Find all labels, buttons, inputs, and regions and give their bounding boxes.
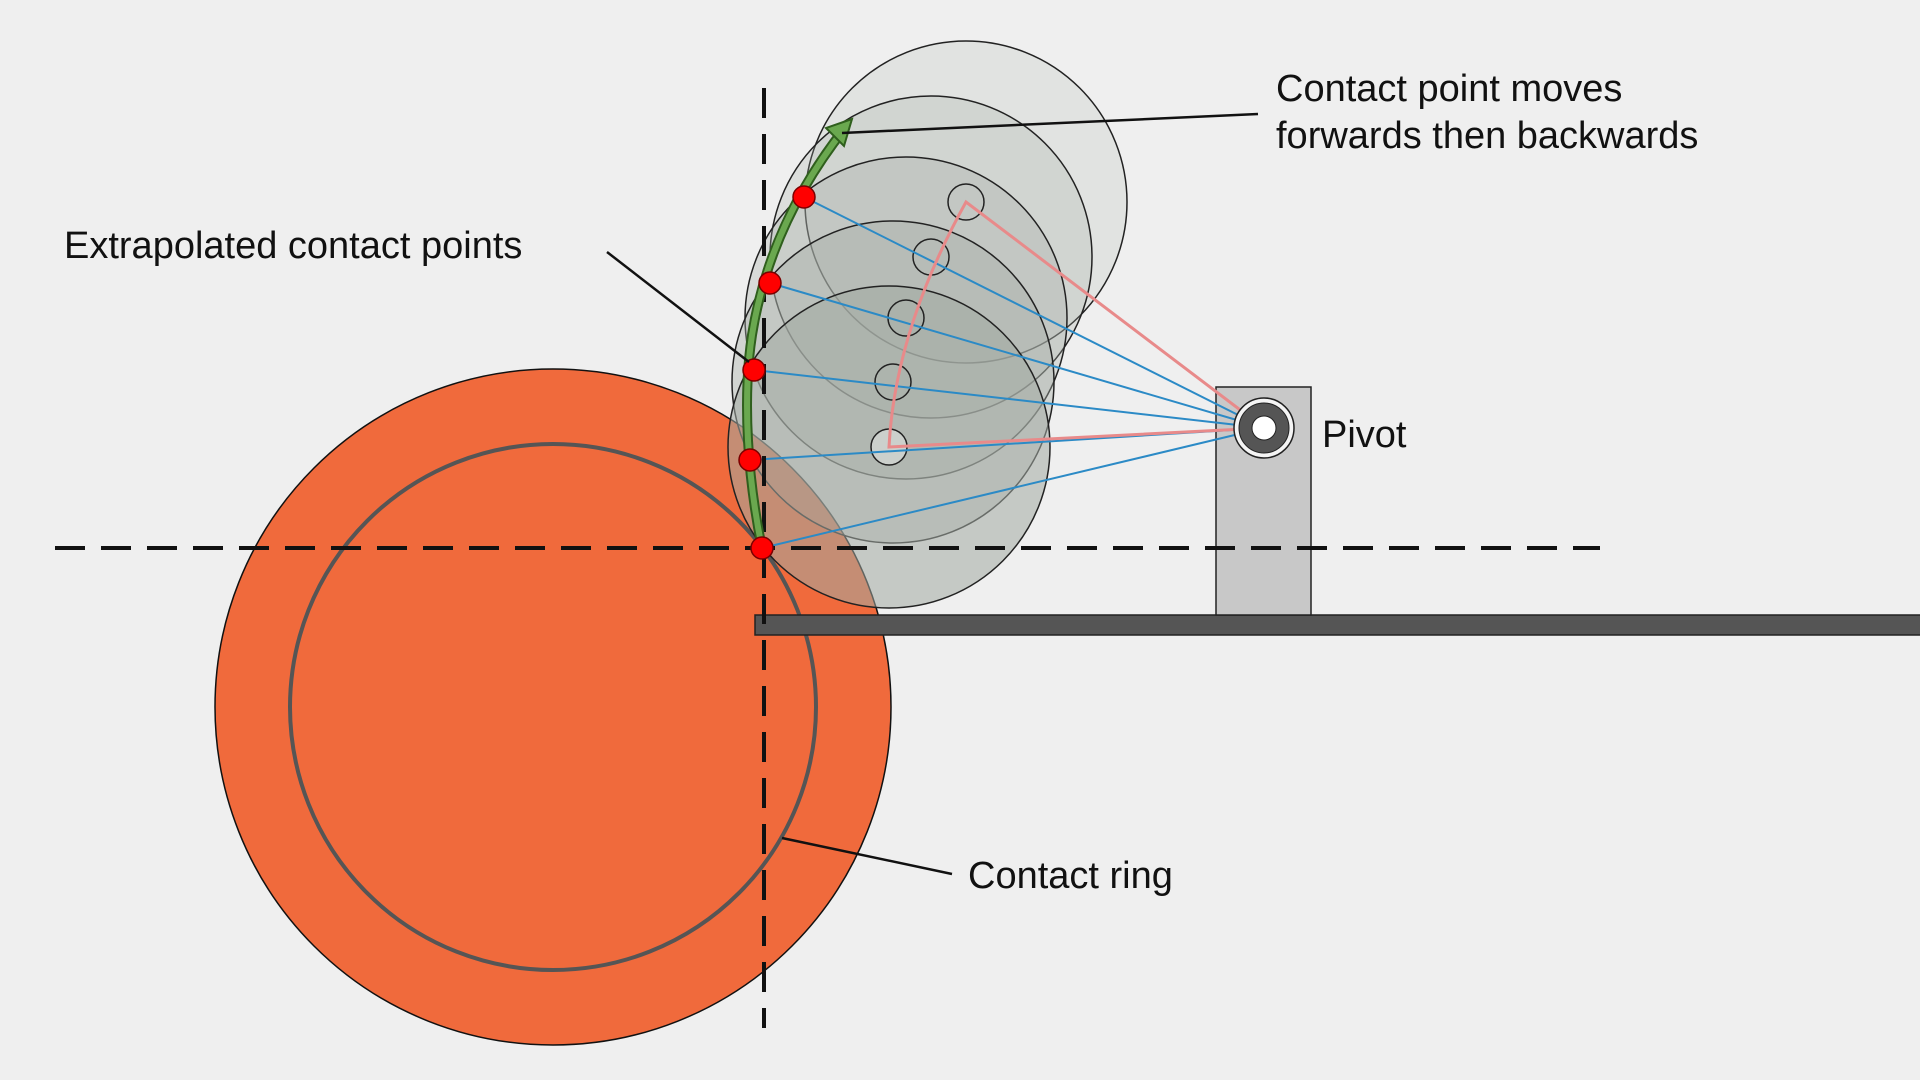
leader-line-extrapolated: [606, 251, 750, 363]
pivot-label: Pivot: [1322, 414, 1407, 456]
center-path: [887, 199, 1265, 449]
contact-ring: [288, 442, 818, 972]
contact-point: [742, 358, 766, 382]
pivot-bearing: [1233, 397, 1295, 459]
leader-line-contact-ring: [781, 836, 953, 876]
disc-positions: [727, 40, 1128, 609]
leader-line-motion: [841, 112, 1259, 135]
motion-label-line2: forwards then backwards: [1276, 115, 1698, 157]
orange-wheel: [214, 368, 892, 1046]
contact-points: [738, 185, 816, 560]
rail: [754, 614, 1920, 636]
contact-point: [758, 271, 782, 295]
radius-lines: [749, 196, 1265, 549]
radius-line: [761, 427, 1265, 549]
radius-line: [769, 282, 1265, 429]
contact-point: [750, 536, 774, 560]
extrapolated-label: Extrapolated contact points: [64, 225, 522, 267]
radius-line: [753, 369, 1265, 429]
contact-point: [738, 448, 762, 472]
disc-center: [947, 183, 985, 221]
contact-point: [792, 185, 816, 209]
motion-label-line1: Contact point moves: [1276, 68, 1622, 110]
radius-line: [803, 196, 1265, 429]
contact-ring-label: Contact ring: [968, 855, 1173, 897]
